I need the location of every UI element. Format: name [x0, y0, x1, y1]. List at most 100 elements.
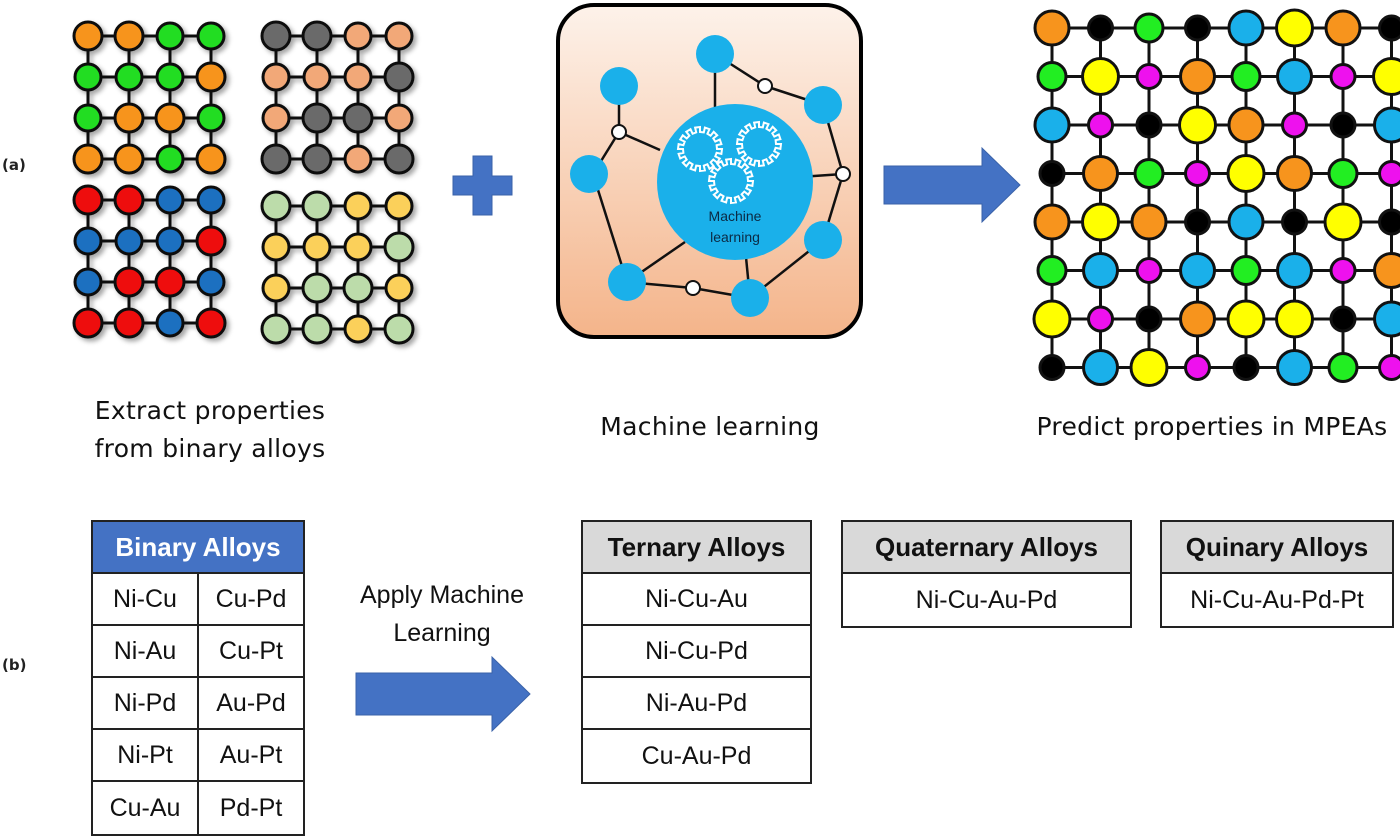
- lattice-atom: [113, 102, 145, 134]
- mpea-atom: [1327, 158, 1359, 189]
- lattice-atom: [196, 21, 226, 51]
- binary-lattice-red-blue: [72, 184, 227, 339]
- lattice-atom: [195, 143, 227, 175]
- caption-ml: Machine learning: [600, 412, 820, 441]
- lattice-atom: [154, 102, 186, 134]
- lattice-atom: [343, 314, 373, 344]
- mpea-atom: [1081, 57, 1120, 96]
- mpea-atom: [1184, 354, 1211, 381]
- lattice-atom: [72, 143, 104, 175]
- mpea-atom: [1087, 14, 1114, 42]
- lattice-atom: [72, 307, 104, 339]
- table-cell: Ni-Pt: [117, 740, 173, 769]
- mpea-atom: [1227, 9, 1265, 47]
- apply-ml-line1: Apply Machine: [360, 581, 524, 609]
- lattice-atom: [301, 313, 333, 345]
- lattice-atom: [301, 190, 333, 222]
- mpea-atom: [1184, 208, 1211, 236]
- lattice-atom: [155, 21, 185, 51]
- lattice-atom: [302, 232, 332, 262]
- mpea-atom: [1276, 252, 1313, 289]
- mpea-atom: [1033, 106, 1071, 144]
- lattice-atom: [261, 62, 291, 92]
- lattice-atom: [384, 103, 414, 133]
- lattice-atom: [301, 272, 333, 304]
- mpea-atom: [1329, 305, 1357, 333]
- mpea-atom: [1276, 58, 1313, 95]
- mpea-atom: [1329, 63, 1357, 90]
- mpea-atom: [1130, 203, 1168, 241]
- table-row: Cu-Au-Pd: [641, 741, 752, 770]
- mpea-atom: [1227, 203, 1265, 241]
- table-cell: Au-Pd: [197, 678, 303, 728]
- mpea-atom: [1129, 348, 1169, 387]
- lattice-atom: [113, 266, 145, 298]
- mpea-atom: [1275, 8, 1314, 48]
- lattice-atom: [343, 144, 373, 174]
- network-node: [600, 67, 638, 105]
- mpea-atom: [1135, 257, 1163, 284]
- table-row: Ni-Pt Au-Pt: [93, 730, 303, 782]
- mpea-atom: [1329, 257, 1357, 284]
- apply-ml-line2: Learning: [393, 619, 491, 647]
- mpea-atom: [1038, 354, 1066, 381]
- mpea-atom: [1082, 349, 1119, 386]
- binary-lattice-gray-peach: [260, 20, 415, 175]
- lattice-atom: [301, 143, 333, 175]
- caption-extract-line1: Extract properties: [94, 396, 326, 425]
- lattice-atom: [260, 190, 292, 222]
- mpea-atom: [1226, 299, 1266, 339]
- lattice-atom: [261, 232, 291, 262]
- network-node: [804, 221, 842, 259]
- lattice-atom: [73, 103, 103, 133]
- network-node: [608, 263, 646, 301]
- network-node: [570, 155, 608, 193]
- gear-icon: [735, 120, 783, 168]
- table-cell: Ni-Au: [113, 636, 177, 665]
- lattice-atom: [195, 307, 227, 339]
- mpea-atom: [1032, 299, 1072, 339]
- lattice-atom: [384, 21, 414, 51]
- mpea-atom: [1082, 155, 1119, 192]
- lattice-atom: [73, 267, 103, 297]
- table-cell: Pd-Pt: [197, 782, 303, 834]
- lattice-atom: [195, 225, 227, 257]
- lattice-atom: [155, 144, 185, 174]
- table-row: Ni-Cu-Au: [583, 574, 810, 626]
- mpea-atom: [1133, 12, 1165, 44]
- mpea-atom: [1281, 208, 1308, 236]
- lattice-atom: [260, 313, 292, 345]
- lattice-atom: [343, 62, 373, 92]
- mpea-atom: [1378, 14, 1400, 42]
- lattice-atom: [302, 62, 332, 92]
- lattice-atom: [196, 267, 226, 297]
- network-node: [731, 279, 769, 317]
- binary-lattice-orange-green: [72, 20, 227, 175]
- table-cell: Au-Pt: [197, 730, 303, 780]
- caption-extract-line2: from binary alloys: [94, 434, 326, 463]
- mpea-atom: [1227, 106, 1265, 144]
- mpea-atom: [1178, 105, 1217, 145]
- network-junction: [685, 280, 701, 296]
- ml-center-text-line2: learning: [710, 229, 760, 245]
- mpea-atom: [1133, 158, 1165, 189]
- lattice-atom: [342, 102, 374, 134]
- mpea-atom: [1087, 111, 1114, 139]
- lattice-atom: [261, 273, 291, 303]
- network-junction: [611, 124, 627, 140]
- quinary-alloys-table: Quinary Alloys Ni-Cu-Au-Pd-Pt: [1160, 520, 1394, 628]
- table-row: Cu-Au Pd-Pt: [93, 782, 303, 834]
- mpea-atom: [1323, 202, 1363, 242]
- lattice-atom: [155, 226, 185, 256]
- table-cell: Ni-Pd: [113, 688, 177, 717]
- mpea-atom: [1081, 202, 1120, 242]
- quaternary-alloys-header: Quaternary Alloys: [843, 522, 1130, 574]
- lattice-atom: [261, 103, 291, 133]
- mpea-atom: [1327, 352, 1359, 383]
- lattice-atom: [113, 184, 145, 216]
- mpea-atom: [1038, 160, 1066, 187]
- table-cell: Cu-Au: [109, 793, 181, 822]
- table-cell: Cu-Pt: [197, 626, 303, 676]
